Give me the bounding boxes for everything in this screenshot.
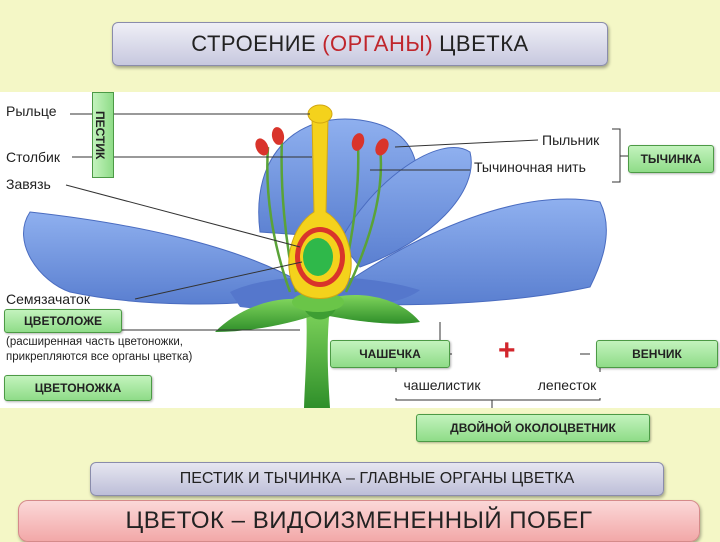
ovule-shape <box>303 238 333 276</box>
label-filament: Тычиночная нить <box>474 159 586 175</box>
anther <box>351 133 365 151</box>
stamen-box: ТЫЧИНКА <box>628 145 714 173</box>
label-style: Столбик <box>6 149 60 165</box>
bottom-statement: ЦВЕТОК – ВИДОИЗМЕНЕННЫЙ ПОБЕГ <box>125 507 593 534</box>
title-part-2: (ОРГАНЫ) <box>322 31 434 56</box>
receptacle-note-1: (расширенная часть цветоножки, <box>6 336 183 348</box>
receptacle-box: ЦВЕТОЛОЖЕ <box>4 309 122 333</box>
pistil-box: ПЕСТИК <box>92 92 114 178</box>
anther <box>255 138 269 156</box>
label-ovule: Семязачаток <box>6 291 90 307</box>
title-part-1: СТРОЕНИЕ <box>191 31 317 56</box>
sepal-label: чашелистик <box>374 372 510 398</box>
receptacle-note-2: прикрепляются все органы цветка) <box>6 351 193 363</box>
pistil-label: ПЕСТИК <box>93 110 107 160</box>
petal-right <box>339 198 607 306</box>
pedicel-box: ЦВЕТОНОЖКА <box>4 375 152 401</box>
main-statement-box: ПЕСТИК И ТЫЧИНКА – ГЛАВНЫЕ ОРГАНЫ ЦВЕТКА <box>90 462 664 496</box>
anther <box>271 127 285 145</box>
anther <box>375 138 389 156</box>
stem <box>304 307 330 408</box>
sepal-left <box>215 298 318 332</box>
flower-illustration <box>23 104 628 408</box>
petal-left <box>23 211 301 305</box>
plus-sign: + <box>498 334 516 367</box>
label-ovary: Завязь <box>6 176 51 192</box>
petal-label: лепесток <box>514 372 620 398</box>
title-part-3: ЦВЕТКА <box>439 31 529 56</box>
label-anther: Пыльник <box>542 132 600 148</box>
perianth-box: ДВОЙНОЙ ОКОЛОЦВЕТНИК <box>416 414 650 442</box>
title-box: СТРОЕНИЕ (ОРГАНЫ) ЦВЕТКА <box>112 22 608 66</box>
main-statement: ПЕСТИК И ТЫЧИНКА – ГЛАВНЫЕ ОРГАНЫ ЦВЕТКА <box>179 470 575 487</box>
calyx-box: ЧАШЕЧКА <box>330 340 450 368</box>
stigma-shape <box>307 104 333 124</box>
label-stigma: Рыльце <box>6 103 57 119</box>
corolla-box: ВЕНЧИК <box>596 340 718 368</box>
bottom-statement-box: ЦВЕТОК – ВИДОИЗМЕНЕННЫЙ ПОБЕГ <box>18 500 700 542</box>
